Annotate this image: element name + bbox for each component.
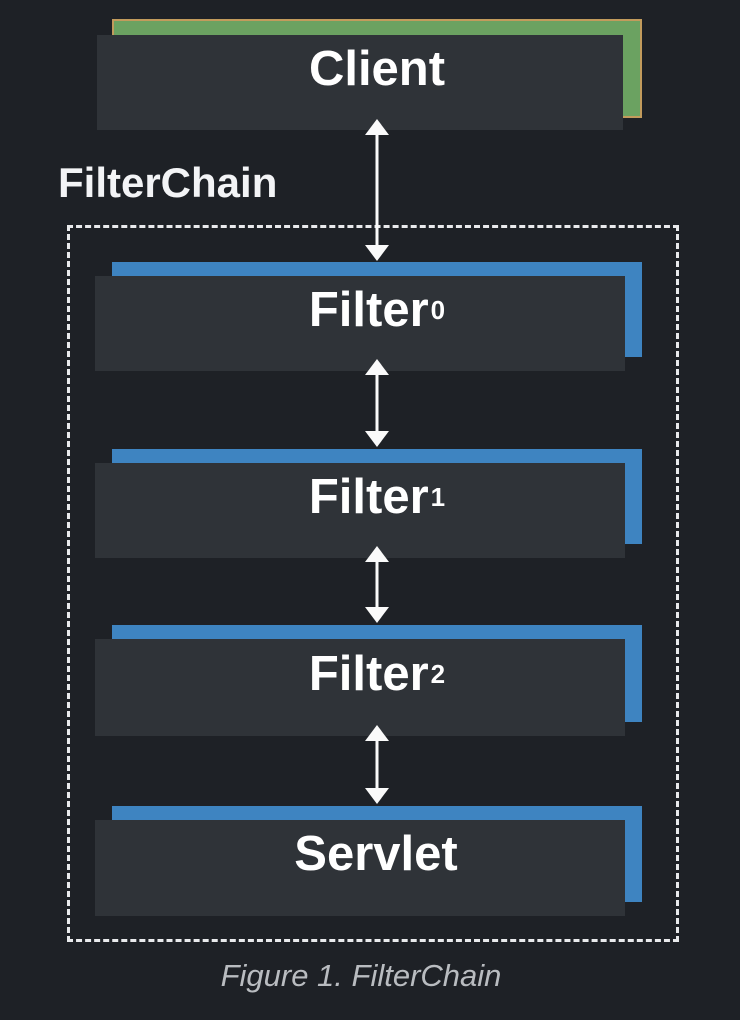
arrow-shaft — [375, 559, 379, 610]
bidirectional-arrow-filter2-servlet — [364, 725, 390, 804]
bidirectional-arrow-filter0-filter1 — [364, 359, 390, 447]
filterchain-label: FilterChain — [58, 159, 278, 206]
arrow-shaft — [375, 132, 379, 248]
bidirectional-arrow-client-filter0 — [364, 119, 390, 261]
filter0-node-label: Filter — [308, 282, 429, 337]
servlet-node-label: Servlet — [294, 827, 458, 881]
client-node: Client — [97, 19, 642, 130]
arrow-shaft — [375, 738, 379, 791]
filter1-node-label: Filter — [308, 469, 429, 524]
client-node-label: Client — [308, 41, 446, 96]
filter2-node-label: Filter — [308, 646, 429, 701]
bidirectional-arrow-filter1-filter2 — [364, 546, 390, 623]
arrow-shaft — [375, 372, 379, 434]
servlet-node: Servlet — [95, 806, 642, 916]
figure-caption: Figure 1. FilterChain — [220, 958, 502, 993]
